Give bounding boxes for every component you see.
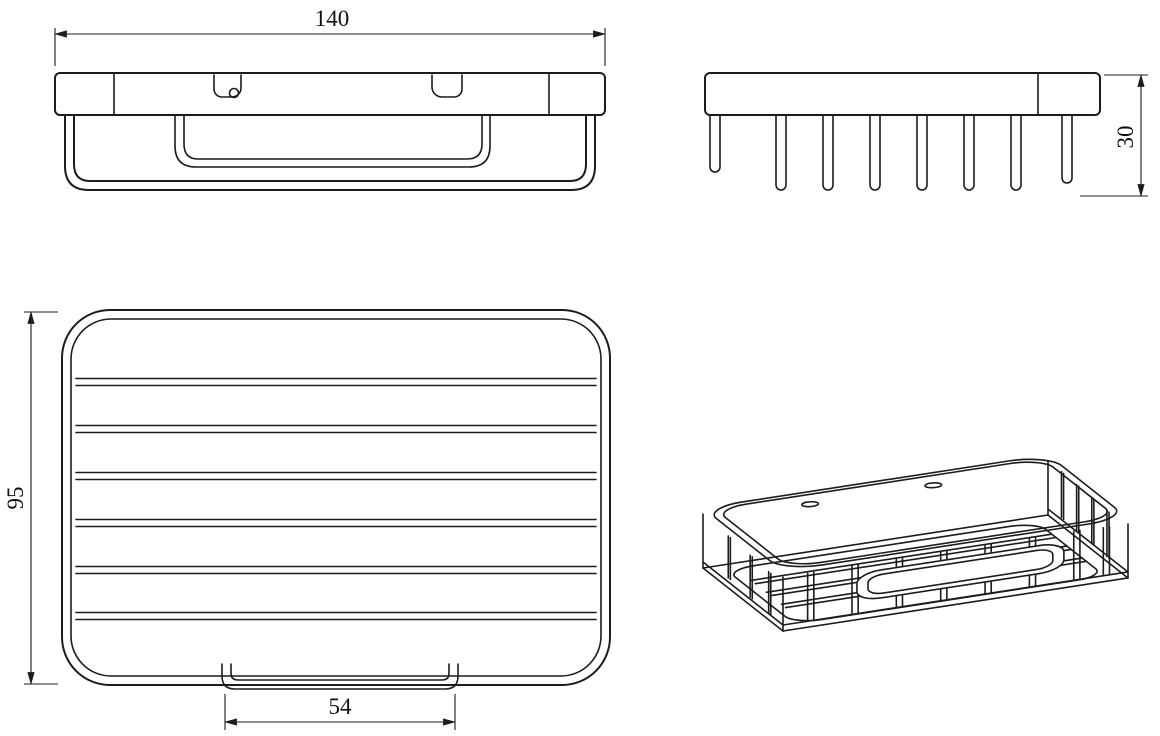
plan-view	[61, 309, 611, 690]
iso-front-rail-outer	[857, 542, 1064, 602]
front-view	[54, 72, 606, 191]
iso-screw-hole-left	[800, 501, 821, 508]
dimension-width: 140	[53, 6, 607, 66]
dimension-bracket: 54	[223, 694, 457, 730]
depth-extension-lines	[24, 311, 58, 685]
isometric-view	[702, 455, 1129, 632]
grid-bars	[75, 377, 597, 621]
outer-wire-loop	[64, 114, 596, 191]
iso-front-face	[783, 523, 1128, 631]
bottom-mount-bracket	[221, 663, 459, 690]
iso-rim-outer	[703, 455, 1128, 571]
iso-front-bottom-edge	[783, 572, 1128, 631]
iso-top-rim	[703, 455, 1128, 571]
dimension-depth: 95	[3, 310, 58, 686]
side-view	[704, 72, 1101, 191]
iso-left-slats	[728, 536, 771, 615]
side-bracket-bar	[704, 72, 1101, 116]
width-dimension-label: 140	[315, 6, 350, 31]
iso-left-bottom-edge	[703, 562, 783, 631]
iso-rim-inner	[715, 459, 1117, 568]
inner-rail-loop	[174, 114, 491, 168]
iso-corner-edges	[702, 460, 1129, 632]
bar-end-cap-lines	[113, 72, 550, 116]
iso-screw-hole-right	[923, 482, 944, 489]
wire-prongs	[709, 114, 1073, 191]
iso-back-bottom-edge	[702, 514, 1049, 569]
height-dimension-label: 30	[1113, 126, 1138, 149]
keyhole-hole-left	[228, 87, 240, 99]
iso-right-bottom-edge	[1048, 509, 1128, 578]
wall-bracket-bar	[54, 72, 606, 116]
dimension-height: 30	[1080, 73, 1148, 198]
keyhole-slot-right	[431, 74, 463, 98]
rim-outer	[61, 309, 611, 686]
keyhole-slot-left	[213, 74, 242, 98]
bracket-dimension-label: 54	[329, 694, 353, 719]
iso-left-face	[703, 516, 783, 631]
depth-dimension-label: 95	[3, 487, 28, 510]
iso-front-rail-inner	[868, 548, 1053, 595]
rim-inner	[70, 318, 602, 677]
